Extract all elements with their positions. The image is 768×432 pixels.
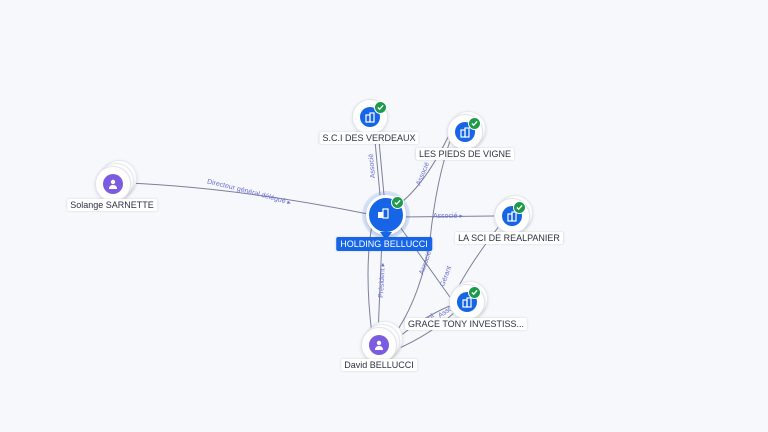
edge-center-grace[interactable] xyxy=(397,223,453,301)
edge-david-center-2[interactable] xyxy=(367,224,373,336)
verified-check-icon xyxy=(468,117,481,130)
person-icon xyxy=(369,335,389,355)
person-icon xyxy=(103,174,123,194)
verified-check-icon xyxy=(374,101,387,114)
node-disc xyxy=(95,166,131,202)
edge-david-grace-2[interactable] xyxy=(394,311,456,351)
verified-check-icon xyxy=(513,201,526,214)
edge-label-center-verdeaux: Associé xyxy=(368,153,377,178)
node-label-grace-tony: GRACE TONY INVESTISS... xyxy=(404,318,528,330)
node-label-sci-verdeaux: S.C.I DES VERDEAUX xyxy=(319,132,419,144)
building-icon xyxy=(377,206,389,224)
edge-center-realpanier[interactable] xyxy=(399,215,495,218)
node-label-solange-sarnette: Solange SARNETTE xyxy=(67,199,157,211)
node-disc xyxy=(447,114,483,150)
verified-check-icon xyxy=(391,196,404,209)
edge-label-david-center: Président ▸ xyxy=(378,262,387,298)
map-pin-tip xyxy=(380,232,392,240)
edge-label-center-pieds: Associé xyxy=(415,161,431,186)
node-label-david-bellucci: David BELLUCCI xyxy=(341,359,417,371)
verified-check-icon xyxy=(468,286,481,299)
edge-label-solange-center: Directeur général délégué ▸ xyxy=(205,178,294,207)
edge-solange-center[interactable] xyxy=(127,182,369,215)
edge-label-center-realpanier: Associé ▸ xyxy=(433,213,463,220)
edge-david-center[interactable] xyxy=(377,237,383,336)
node-label-la-sci-de-realpanier: LA SCI DE REALPANIER xyxy=(455,232,563,244)
node-label-holding-bellucci: HOLDING BELLUCCI xyxy=(336,237,432,251)
edge-label-realpanier-grace: Gérant xyxy=(439,265,453,288)
node-label-les-pieds-de-vigne: LES PIEDS DE VIGNE xyxy=(415,148,515,160)
node-disc xyxy=(361,327,397,363)
